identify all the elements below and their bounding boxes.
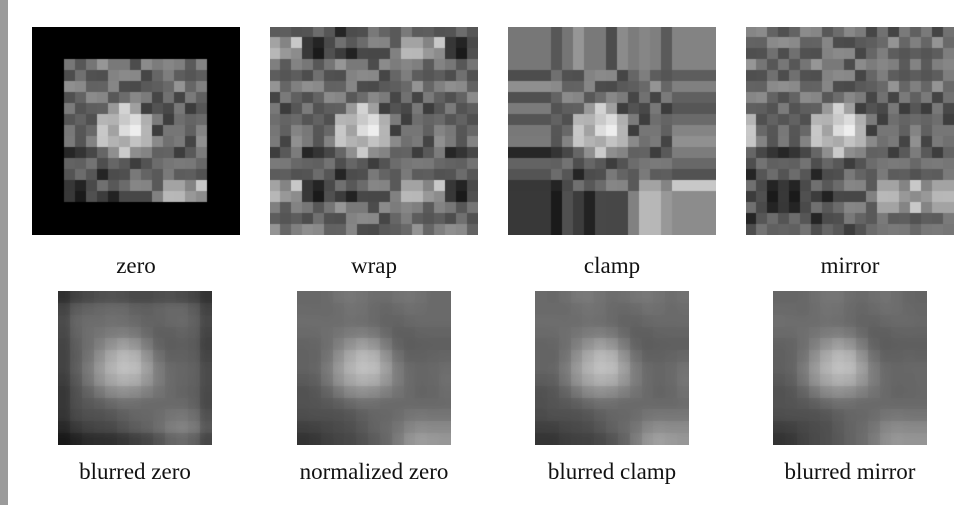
caption-blurred-mirror: blurred mirror — [784, 459, 916, 484]
caption-wrap: wrap — [351, 253, 397, 278]
normalized-zero-image — [297, 291, 451, 445]
mirror-padding-image — [746, 27, 954, 235]
zero-padding-image — [32, 27, 240, 235]
caption-mirror: mirror — [820, 253, 880, 278]
caption-zero: zero — [116, 253, 156, 278]
caption-clamp: clamp — [583, 253, 641, 278]
caption-blurred-zero: blurred zero — [79, 459, 191, 484]
page-edge-bar — [0, 0, 8, 505]
clamp-padding-image — [508, 27, 716, 235]
caption-normalized-zero: normalized zero — [299, 459, 449, 484]
wrap-padding-image — [270, 27, 478, 235]
blurred-mirror-image — [773, 291, 927, 445]
blurred-zero-image — [58, 291, 212, 445]
blurred-clamp-image — [535, 291, 689, 445]
caption-blurred-clamp: blurred clamp — [547, 459, 677, 484]
